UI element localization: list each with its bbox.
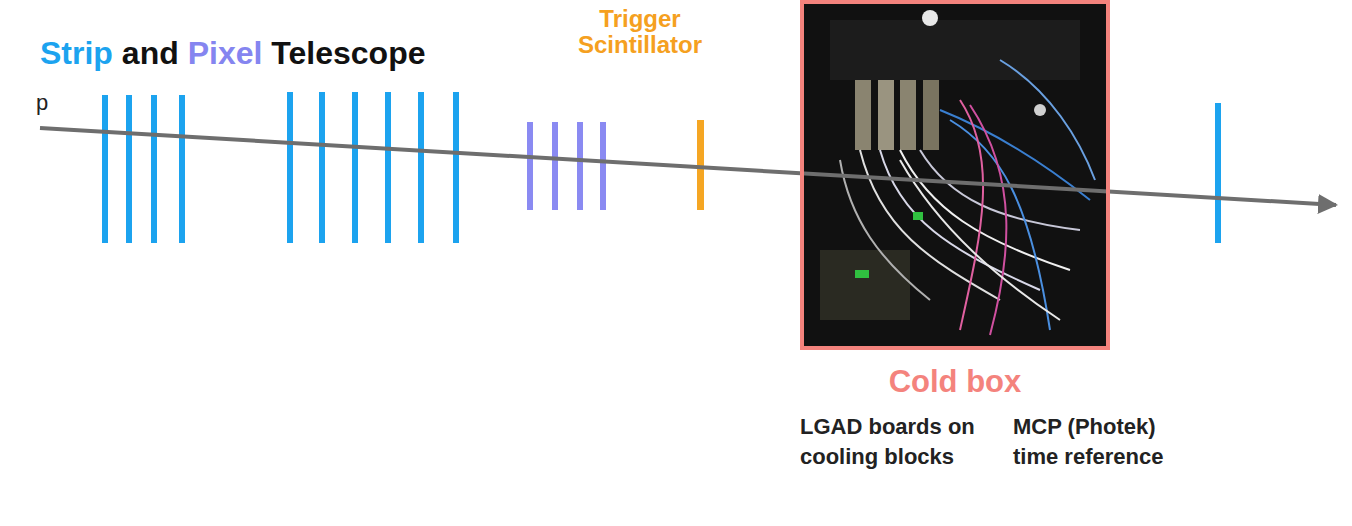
cold-box: Cold box — [800, 0, 1110, 350]
strip-title: Strip — [40, 34, 113, 72]
lgad-label: LGAD boards on cooling blocks — [800, 412, 1000, 471]
particle-label: p — [36, 90, 48, 116]
pixel-planes — [527, 122, 606, 210]
trigger-label: Trigger Scintillator — [560, 6, 720, 59]
title-word: Telescope — [271, 34, 425, 72]
pixel-title: Pixel — [188, 34, 263, 72]
title-word: and — [122, 34, 179, 72]
mcp-label: MCP (Photek) time reference — [1013, 412, 1188, 471]
trigger-scintillator-bar — [697, 120, 704, 210]
beam-arrow — [40, 128, 1336, 205]
box-heading: Cold box — [889, 364, 1022, 400]
